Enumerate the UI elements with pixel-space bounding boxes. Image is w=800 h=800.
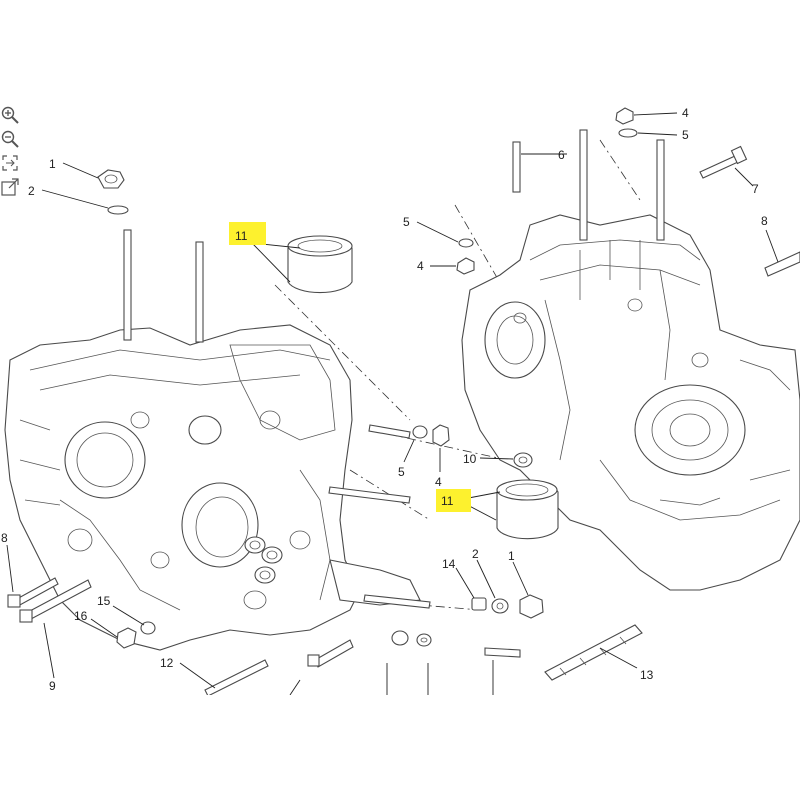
main-bearing-top (287, 235, 353, 294)
callout-label[interactable]: 10 (463, 452, 477, 466)
callout-label[interactable]: 16 (74, 609, 88, 623)
open-external-icon[interactable] (0, 177, 20, 197)
callout-label[interactable]: 12 (160, 656, 174, 670)
callout-highlight (436, 489, 471, 512)
studs-and-bolts (7, 129, 800, 695)
zoom-in-icon[interactable] (0, 105, 20, 125)
diagram-viewer[interactable]: 1 2 11 6 4 5 7 5 4 8 5 4 10 11 8 9 15 16… (0, 105, 800, 695)
exploded-parts-diagram: 1 2 11 6 4 5 7 5 4 8 5 4 10 11 8 9 15 16… (1, 106, 800, 695)
callout-label[interactable]: 13 (640, 668, 654, 682)
callout-label[interactable]: 5 (682, 128, 689, 142)
gasket-strip (544, 624, 643, 681)
fit-to-screen-icon[interactable] (0, 153, 20, 173)
callout-label[interactable]: 11 (441, 494, 454, 508)
callout-highlight (229, 222, 266, 245)
left-crankcase-half (4, 324, 421, 651)
callout-label[interactable]: 8 (1, 531, 8, 545)
callout-label[interactable]: 4 (435, 475, 442, 489)
callout-label[interactable]: 2 (28, 184, 35, 198)
callout-label[interactable]: 4 (417, 259, 424, 273)
callout-labels: 1 2 11 6 4 5 7 5 4 8 5 4 10 11 8 9 15 16… (1, 106, 768, 693)
callout-label[interactable]: 8 (761, 214, 768, 228)
leader-lines (6, 112, 779, 695)
callout-label[interactable]: 6 (558, 148, 565, 162)
callout-label[interactable]: 1 (508, 549, 515, 563)
callout-label[interactable]: 15 (97, 594, 111, 608)
callout-label[interactable]: 14 (442, 557, 456, 571)
viewer-toolbar (0, 105, 22, 201)
zoom-out-icon[interactable] (0, 129, 20, 149)
callout-label[interactable]: 5 (403, 215, 410, 229)
callout-label[interactable]: 5 (398, 465, 405, 479)
main-bearing-bottom (496, 479, 559, 540)
callout-label[interactable]: 11 (235, 229, 248, 243)
callout-label[interactable]: 1 (49, 157, 56, 171)
callout-label[interactable]: 2 (472, 547, 479, 561)
small-parts (97, 107, 638, 649)
callout-label[interactable]: 9 (49, 679, 56, 693)
callout-label[interactable]: 4 (682, 106, 689, 120)
callout-label[interactable]: 7 (752, 182, 759, 196)
